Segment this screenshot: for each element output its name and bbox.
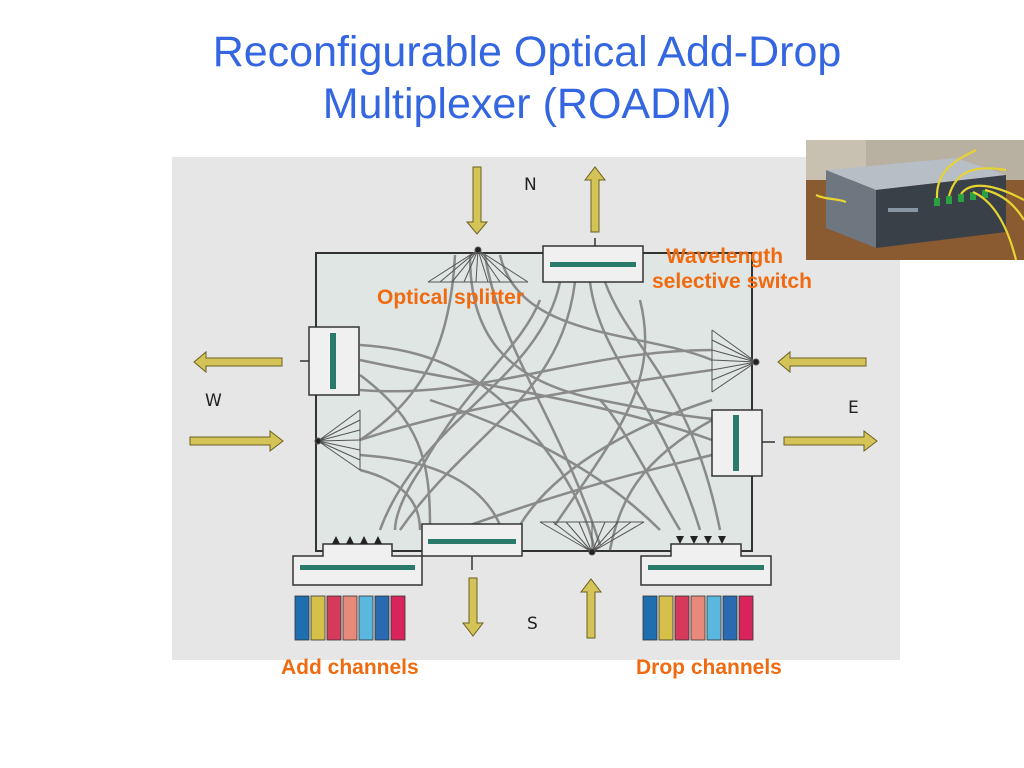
wss-east bbox=[711, 409, 775, 477]
add-channels-label: Add channels bbox=[281, 656, 419, 679]
drop-module bbox=[640, 536, 772, 586]
wss-south bbox=[421, 523, 523, 570]
optical-splitter-label: Optical splitter bbox=[377, 286, 525, 309]
drop-channel-bar-2 bbox=[658, 595, 674, 641]
drop-channel-bar-3 bbox=[674, 595, 690, 641]
add-module bbox=[292, 536, 423, 586]
wss-west bbox=[300, 326, 360, 396]
wss-label-line-1: Wavelength bbox=[666, 245, 784, 268]
wss-north bbox=[542, 238, 644, 283]
title-line-1: Reconfigurable Optical Add-Drop bbox=[212, 28, 842, 76]
drop-channels-label: Drop channels bbox=[636, 656, 782, 679]
title-line-2: Multiplexer (ROADM) bbox=[322, 80, 732, 128]
drop-channel-bar-1 bbox=[642, 595, 658, 641]
add-channel-bar-1 bbox=[294, 595, 310, 641]
add-channel-bar-7 bbox=[390, 595, 406, 641]
arrow-west-in bbox=[189, 429, 284, 453]
roadm-node-box bbox=[315, 252, 753, 552]
add-channel-bar-3 bbox=[326, 595, 342, 641]
drop-channel-bar-6 bbox=[722, 595, 738, 641]
arrows bbox=[189, 166, 878, 639]
add-channel-bar-5 bbox=[358, 595, 374, 641]
drop-channel-bar-5 bbox=[706, 595, 722, 641]
add-channel-bar-4 bbox=[342, 595, 358, 641]
direction-east: E bbox=[848, 398, 859, 418]
add-channel-bar-6 bbox=[374, 595, 390, 641]
arrow-east-in bbox=[777, 350, 867, 374]
direction-west: W bbox=[205, 391, 222, 411]
add-channel-bar-2 bbox=[310, 595, 326, 641]
wss-photo bbox=[806, 140, 1024, 260]
direction-south: S bbox=[527, 614, 538, 634]
direction-north: N bbox=[524, 175, 537, 195]
splitter-west bbox=[314, 409, 361, 471]
arrow-north-out bbox=[583, 166, 607, 233]
drop-channel-bar-7 bbox=[738, 595, 754, 641]
drop-channel-bars bbox=[642, 595, 754, 641]
wss-label-line-2: selective switch bbox=[652, 270, 812, 293]
arrow-north-in bbox=[465, 166, 489, 235]
splitter-east bbox=[711, 329, 760, 393]
drop-channel-bar-4 bbox=[690, 595, 706, 641]
slide-title: Reconfigurable Optical Add-Drop Multiple… bbox=[0, 26, 1024, 130]
arrow-west-out bbox=[193, 350, 283, 374]
arrow-south-in bbox=[579, 578, 603, 639]
splitter-south bbox=[539, 521, 645, 556]
add-channel-bars bbox=[294, 595, 406, 641]
fiber-interconnect bbox=[359, 254, 736, 551]
arrow-east-out bbox=[783, 429, 878, 453]
arrow-south-out bbox=[461, 577, 485, 637]
splitter-north bbox=[427, 246, 529, 283]
